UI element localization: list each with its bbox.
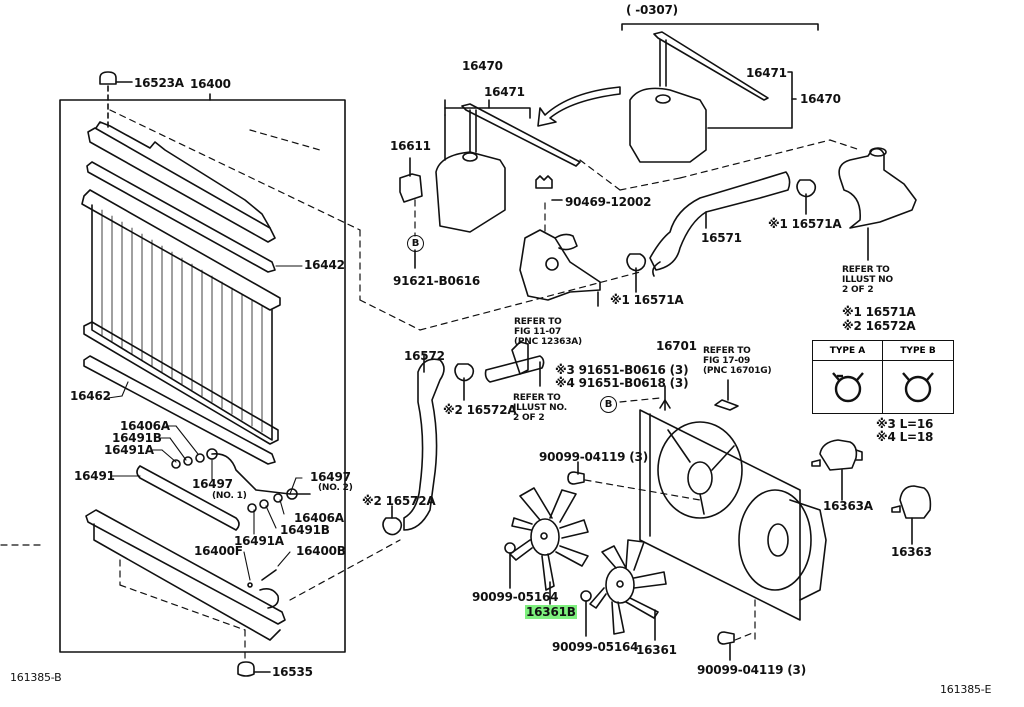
part-label-upper-clamp-right[interactable]: ※1 16571A: [768, 217, 842, 231]
refer-illust-note-lower[interactable]: REFER TO ILLUST NO. 2 OF 2: [513, 393, 567, 423]
part-label-fan-16361b[interactable]: 16361B: [525, 605, 577, 619]
fan-nut-icon: [504, 542, 592, 637]
part-label-shroud-screw-bottom[interactable]: 90099-04119 (3): [697, 663, 806, 677]
part-label-drain-cock-f[interactable]: 16400F: [194, 544, 243, 558]
drain-plug-icon: [237, 661, 271, 677]
lower-hose-clamp-icon: [382, 363, 475, 536]
refer-fig-17-09-note[interactable]: REFER TO FIG 17-09 (PNC 16701G): [703, 346, 772, 376]
label-leaders: [107, 265, 303, 581]
radiator-lower-gasket: [83, 355, 276, 465]
circle-marker-b-left: B: [407, 235, 424, 252]
lower-radiator-hose: [403, 353, 445, 531]
clip-and-bracket: [519, 175, 601, 307]
cooling-fan-16361: [589, 539, 667, 641]
radiator-frame: [59, 93, 346, 653]
part-label-gasket-upper[interactable]: 16406A: [120, 419, 170, 433]
hose-clamp-icon: [626, 179, 817, 293]
reserve-tank-left: [435, 99, 581, 233]
part-label-o-ring-a-upper[interactable]: 16491A: [104, 443, 154, 457]
clamp-table-header-1: ※1 16571A: [842, 305, 916, 319]
part-label-drain-plug[interactable]: 16535: [272, 665, 313, 679]
part-label-gasket-lower[interactable]: 16406A: [294, 511, 344, 525]
part-label-shroud-bolt-3[interactable]: ※3 91651-B0616 (3): [555, 363, 689, 377]
part-label-fan-motor[interactable]: 16363: [891, 545, 932, 559]
applicable-period-label: ( -0307): [626, 3, 678, 17]
part-label-reserve-tank-left[interactable]: 16470: [462, 59, 503, 73]
refer-fig-11-07-note[interactable]: REFER TO FIG 11-07 (PNC 12363A): [514, 317, 582, 347]
part-label-o-ring-a-lower[interactable]: 16491A: [234, 534, 284, 548]
clamp-type-table: TYPE A TYPE B: [812, 340, 954, 414]
reserve-tank-bracket: [399, 157, 423, 269]
radiator-core: [81, 189, 281, 445]
illustration-code-left: 161385-B: [10, 671, 62, 684]
water-inlet-pipe: [484, 341, 545, 387]
radiator-upper-gasket: [86, 161, 276, 273]
clamp-table-header-2: ※2 16572A: [842, 319, 916, 333]
fan-motor-16363A: [811, 439, 863, 501]
part-label-fan-motor-a[interactable]: 16363A: [823, 499, 873, 513]
part-label-pipe-no1[interactable]: 16497: [192, 477, 233, 491]
part-label-upper-clamp-mid[interactable]: ※1 16571A: [610, 293, 684, 307]
part-label-radiator-cap[interactable]: 16523A: [134, 76, 184, 90]
circle-marker-b-right: B: [600, 396, 617, 413]
part-label-fan-nut-right[interactable]: 90099-05164: [552, 640, 639, 654]
cooling-fan-16361B: [509, 487, 589, 605]
clamp-type-b-cell: [883, 361, 953, 413]
upper-radiator-hose: [649, 171, 791, 277]
clamp-type-a-icon: [831, 372, 864, 403]
part-label-upper-gasket[interactable]: 16442: [304, 258, 345, 272]
reserve-tank-right: [621, 23, 819, 163]
pipe-no2-sublabel: (NO. 2): [318, 483, 353, 493]
part-label-drain-cock-b[interactable]: 16400B: [296, 544, 346, 558]
part-label-tank-bolt[interactable]: 91621-B0616: [393, 274, 481, 288]
clamp-note-3: ※3 L=16: [876, 417, 934, 431]
shroud-pnc-pad: [714, 379, 739, 411]
radiator-cap-icon: [99, 71, 133, 131]
clamp-type-a-cell: [813, 361, 883, 413]
part-label-o-ring-b-lower[interactable]: 16491B: [280, 523, 330, 537]
clamp-type-b-icon: [902, 372, 934, 403]
part-label-tank-bracket[interactable]: 16611: [390, 139, 431, 153]
fan-shroud: [639, 385, 827, 621]
shroud-screw-icon: [567, 461, 735, 661]
part-label-shroud-screw-top[interactable]: 90099-04119 (3): [539, 450, 648, 464]
highlighted-part-number: 16361B: [525, 605, 577, 619]
water-outlet: [838, 147, 917, 261]
part-label-o-ring-b-upper[interactable]: 16491B: [112, 431, 162, 445]
part-label-fan-shroud[interactable]: 16701: [656, 339, 697, 353]
part-label-cooler-pipe[interactable]: 16491: [74, 469, 115, 483]
part-label-upper-hose[interactable]: 16571: [701, 231, 742, 245]
oil-cooler-pipe: [136, 448, 311, 531]
part-label-shroud-bolt-4[interactable]: ※4 91651-B0618 (3): [555, 376, 689, 390]
part-label-fan-16361[interactable]: 16361: [636, 643, 677, 657]
illustration-code-right: 161385-E: [940, 683, 992, 696]
part-label-fan-nut-left[interactable]: 90099-05164: [472, 590, 559, 604]
part-label-pipe-no2[interactable]: 16497: [310, 470, 351, 484]
radiator-upper-tank: [87, 121, 276, 243]
part-label-radiator-assembly[interactable]: 16400: [190, 77, 231, 91]
clamp-type-a-header: TYPE A: [813, 341, 883, 361]
dashed-leaders: [0, 109, 861, 661]
refer-illust-note-upper[interactable]: REFER TO ILLUST NO 2 OF 2: [842, 265, 893, 295]
part-label-lower-clamp-bottom[interactable]: ※2 16572A: [362, 494, 436, 508]
fan-motor-16363: [891, 485, 932, 545]
part-label-reserve-tank-right[interactable]: 16470: [800, 92, 841, 106]
curved-arrow-icon: [537, 86, 621, 127]
part-label-lower-gasket[interactable]: 16462: [70, 389, 111, 403]
clamp-note-4: ※4 L=18: [876, 430, 934, 444]
clamp-type-b-header: TYPE B: [883, 341, 953, 361]
part-label-lower-clamp-top[interactable]: ※2 16572A: [443, 403, 517, 417]
radiator-lower-tank: [85, 509, 286, 641]
part-label-lower-hose[interactable]: 16572: [404, 349, 445, 363]
part-label-reserve-hose-left[interactable]: 16471: [484, 85, 525, 99]
part-label-reserve-hose-right[interactable]: 16471: [746, 66, 787, 80]
part-label-clip[interactable]: 90469-12002: [565, 195, 652, 209]
pipe-no1-sublabel: (NO. 1): [212, 491, 247, 501]
